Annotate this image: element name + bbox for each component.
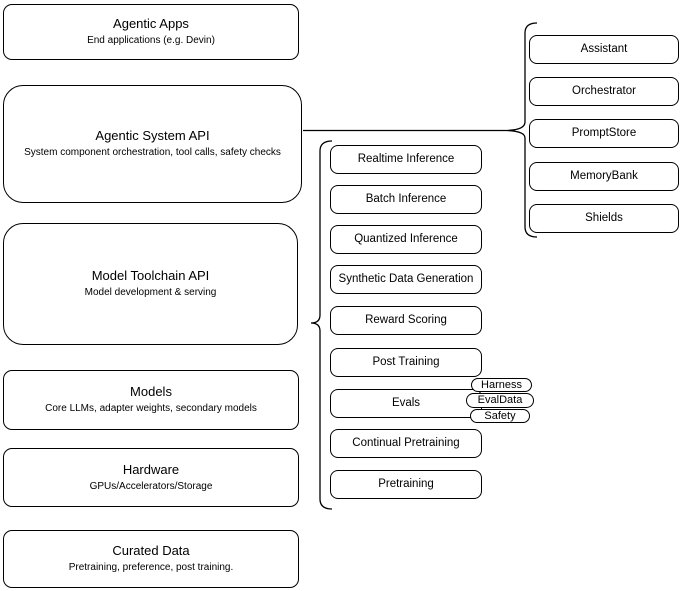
layer-agentic-apps: Agentic Apps End applications (e.g. Devi… <box>3 4 299 60</box>
layer-subtitle: Pretraining, preference, post training. <box>68 562 234 574</box>
layer-title: Curated Data <box>112 543 190 559</box>
layer-model-toolchain-api: Model Toolchain API Model development & … <box>3 223 298 345</box>
layer-agentic-system-api: Agentic System API System component orch… <box>3 85 302 203</box>
layer-subtitle: End applications (e.g. Devin) <box>87 35 215 47</box>
toolchain-group-brace <box>310 140 333 510</box>
component-shields: Shields <box>529 204 679 233</box>
layer-subtitle: GPUs/Accelerators/Storage <box>89 480 213 492</box>
service-evals: Evals <box>330 389 482 418</box>
layer-title: Agentic Apps <box>113 16 189 32</box>
component-orchestrator: Orchestrator <box>529 77 679 106</box>
eval-tag-safety: Safety <box>470 409 530 423</box>
component-memorybank: MemoryBank <box>529 162 679 191</box>
service-continual-pretraining: Continual Pretraining <box>330 429 482 458</box>
layer-subtitle: System component orchestration, tool cal… <box>24 147 281 159</box>
eval-tag-harness: Harness <box>471 378 532 392</box>
layer-title: Models <box>130 384 172 400</box>
layer-title: Hardware <box>122 461 180 477</box>
layer-title: Agentic System API <box>95 128 210 144</box>
service-quantized-inference: Quantized Inference <box>330 225 482 254</box>
service-reward-scoring: Reward Scoring <box>330 306 482 335</box>
service-realtime-inference: Realtime Inference <box>330 145 482 174</box>
service-post-training: Post Training <box>330 348 482 377</box>
service-synthetic-data-generation: Synthetic Data Generation <box>330 265 482 294</box>
layer-subtitle: Model development & serving <box>84 287 217 299</box>
layer-curated-data: Curated Data Pretraining, preference, po… <box>3 530 299 588</box>
layer-title: Model Toolchain API <box>91 268 210 284</box>
layer-models: Models Core LLMs, adapter weights, secon… <box>3 370 299 430</box>
layer-subtitle: Core LLMs, adapter weights, secondary mo… <box>45 403 257 415</box>
component-promptstore: PromptStore <box>529 119 679 148</box>
service-pretraining: Pretraining <box>330 470 482 499</box>
layer-hardware: Hardware GPUs/Accelerators/Storage <box>3 448 299 507</box>
component-assistant: Assistant <box>529 35 679 64</box>
eval-tag-evaldata: EvalData <box>466 393 534 408</box>
service-batch-inference: Batch Inference <box>330 185 482 214</box>
